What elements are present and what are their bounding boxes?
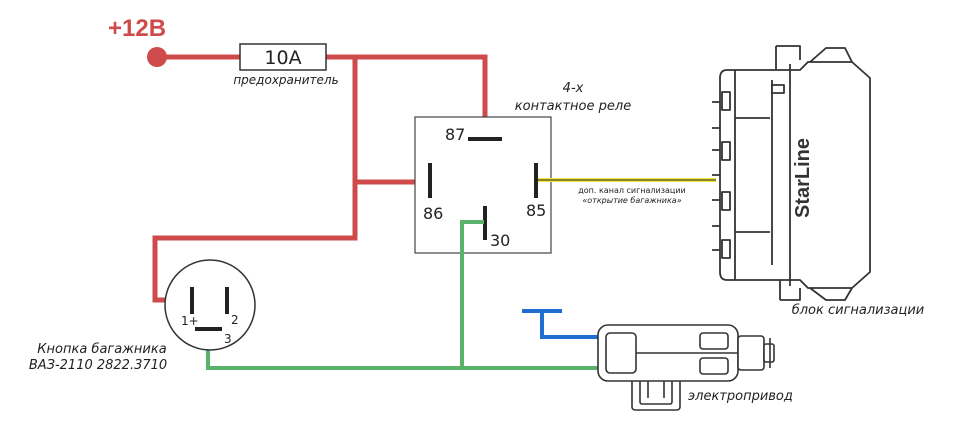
actuator-caption: электропривод xyxy=(688,389,793,404)
blue-wire xyxy=(522,309,600,339)
relay-pin-85: 85 xyxy=(526,201,546,220)
button-pin-2: 2 xyxy=(231,313,239,327)
button-pin-3: 3 xyxy=(224,332,232,346)
wire-fuse-to-87 xyxy=(326,54,488,138)
fuse xyxy=(239,43,327,71)
signal-caption-1: доп. канал сигнализации xyxy=(578,186,686,195)
relay-contacts xyxy=(428,137,538,240)
relay-caption-1: 4-х xyxy=(563,81,584,96)
alarm-brand-logo: StarLine xyxy=(792,138,814,218)
fuse-rating: 10A xyxy=(264,47,301,69)
relay-pin-30: 30 xyxy=(490,231,510,250)
button-caption-2: ВАЗ-2110 2822.3710 xyxy=(29,358,167,373)
power-terminal xyxy=(147,47,167,67)
alarm-unit xyxy=(712,45,871,301)
relay-pin-87: 87 xyxy=(445,125,465,144)
signal-caption-2: «открытие багажника» xyxy=(582,196,681,205)
trunk-button-contacts xyxy=(190,287,229,331)
trunk-button xyxy=(164,259,256,351)
power-label: +12В xyxy=(108,15,166,42)
relay-caption-2: контактное реле xyxy=(515,99,631,114)
fuse-caption: предохранитель xyxy=(233,73,338,87)
button-caption-1: Кнопка багажника xyxy=(37,342,166,357)
actuator xyxy=(597,324,775,411)
relay-pin-86: 86 xyxy=(423,204,443,223)
alarm-caption: блок сигнализации xyxy=(792,303,925,318)
button-pin-1: 1+ xyxy=(181,314,199,328)
